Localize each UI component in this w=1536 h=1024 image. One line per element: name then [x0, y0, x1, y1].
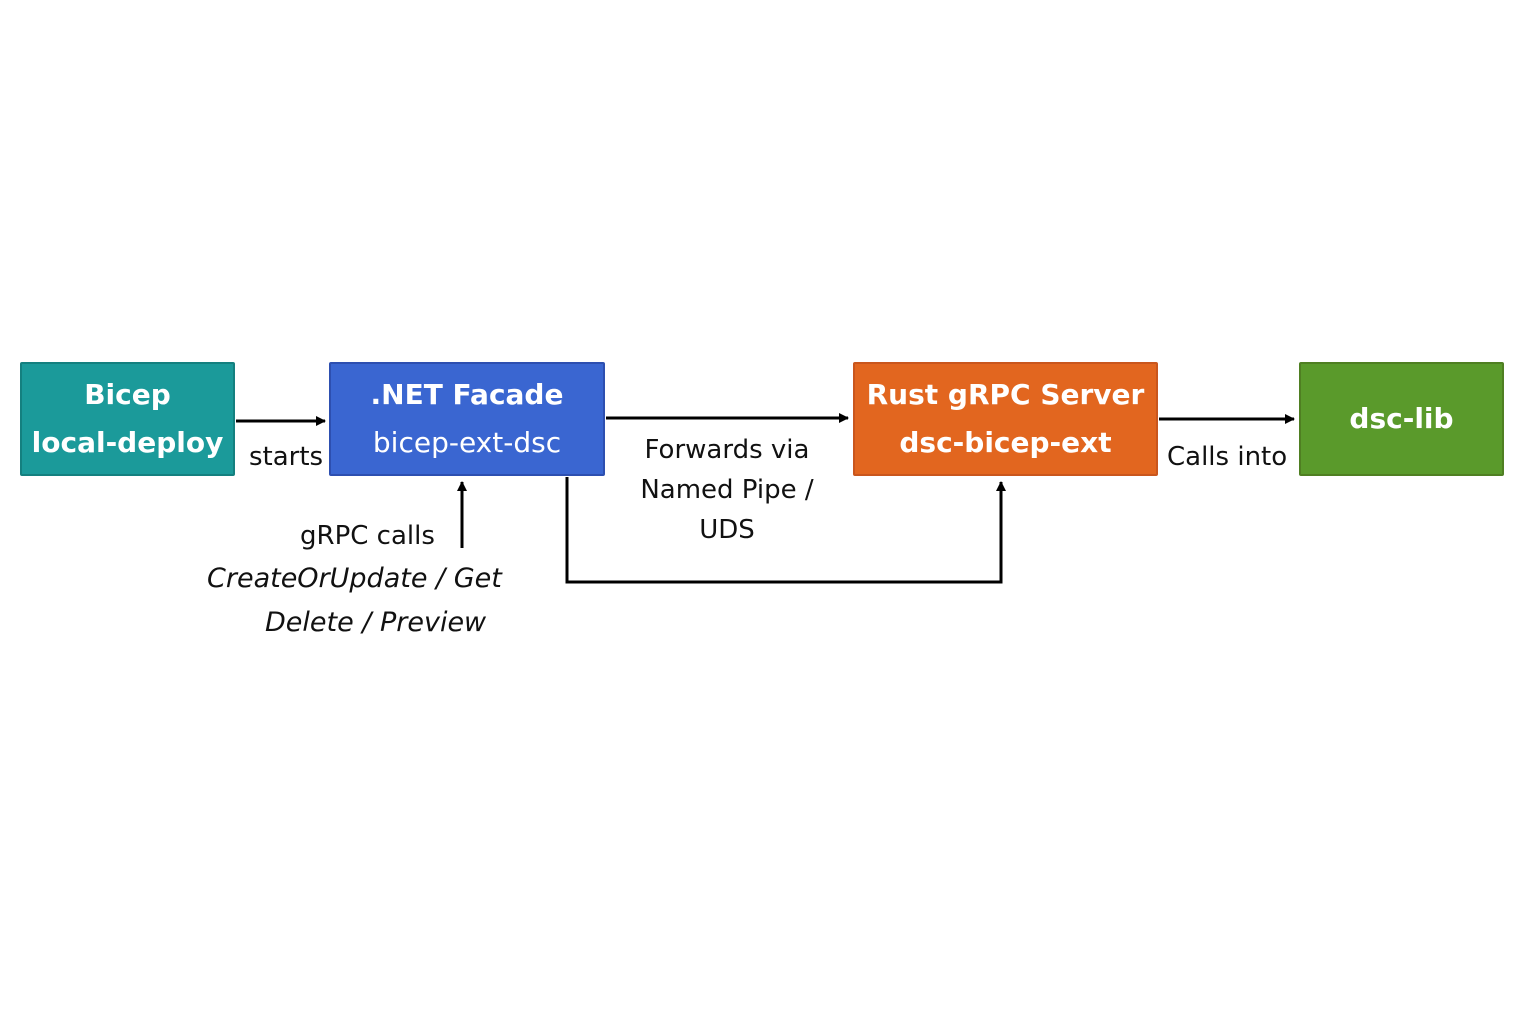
rust-node-title: Rust gRPC Server: [866, 378, 1145, 411]
dsc-lib-node: dsc-lib: [1299, 362, 1504, 476]
dotnet-facade-node: .NET Facade bicep-ext-dsc: [329, 362, 605, 476]
forwards-label: Forwards via Named Pipe / UDS: [610, 430, 844, 550]
facade-node-title: .NET Facade: [370, 378, 564, 411]
rust-grpc-server-node: Rust gRPC Server dsc-bicep-ext: [853, 362, 1158, 476]
operations-line1: CreateOrUpdate / Get: [207, 563, 502, 594]
arrow-bottom-loop: [565, 477, 1006, 584]
forwards-label-line2: Named Pipe /: [640, 475, 814, 505]
forwards-label-line1: Forwards via: [644, 435, 810, 465]
calls-into-label: Calls into: [1167, 442, 1288, 472]
facade-node-subtitle: bicep-ext-dsc: [372, 426, 562, 459]
grpc-calls-label: gRPC calls: [300, 521, 435, 551]
operations-line2: Delete / Preview: [265, 607, 487, 638]
bicep-local-deploy-node: Bicep local-deploy: [20, 362, 235, 476]
starts-label: starts: [249, 442, 324, 472]
forwards-label-line3: UDS: [699, 515, 755, 545]
bicep-node-subtitle: local-deploy: [31, 426, 224, 459]
dsclib-node-title: dsc-lib: [1349, 402, 1454, 435]
rust-node-subtitle: dsc-bicep-ext: [899, 426, 1112, 459]
bicep-node-title: Bicep: [84, 378, 171, 411]
